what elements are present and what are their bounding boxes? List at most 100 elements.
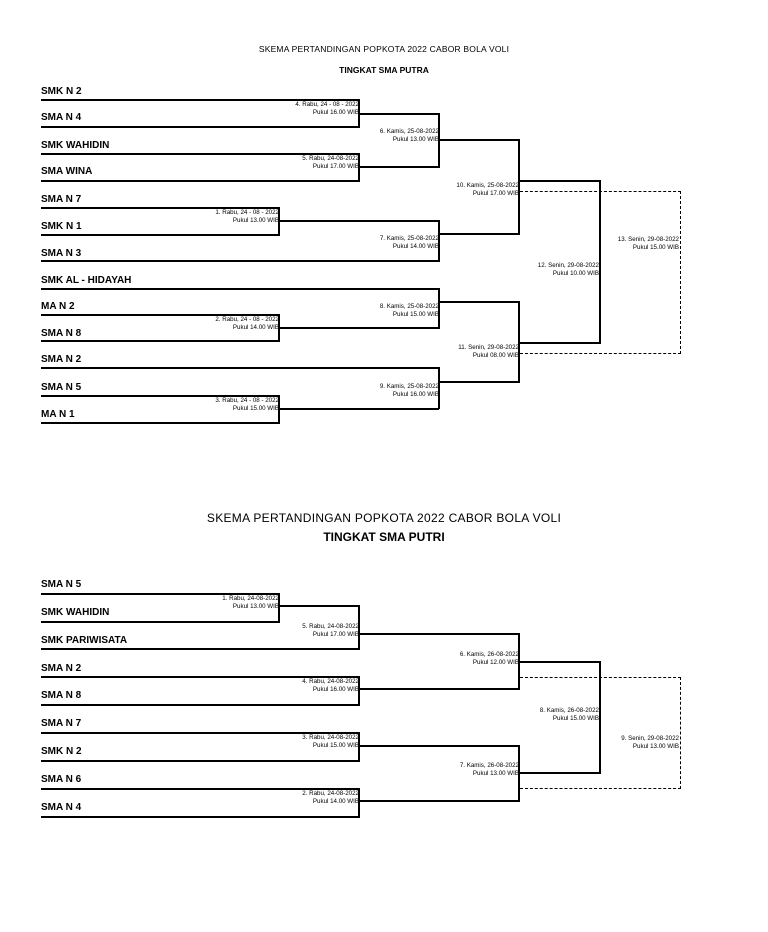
putra-team: SMA N 5 xyxy=(41,382,82,393)
bracket-line xyxy=(41,367,440,369)
putri-team: SMA N 4 xyxy=(41,802,82,813)
bracket-line xyxy=(278,396,280,423)
bracket-line xyxy=(278,408,439,410)
bracket-line xyxy=(41,648,360,650)
putra-team: SMA N 4 xyxy=(41,112,82,123)
bracket-line xyxy=(438,381,520,383)
putri-team: SMA N 5 xyxy=(41,579,82,590)
bracket-line xyxy=(358,677,360,706)
bracket-line xyxy=(41,340,280,342)
bracket-line xyxy=(41,180,360,182)
bracket-line xyxy=(41,395,280,397)
bracket-line xyxy=(358,745,520,747)
putri-title: SKEMA PERTANDINGAN POPKOTA 2022 CABOR BO… xyxy=(206,511,562,525)
bracket-line xyxy=(41,816,360,818)
bracket-line xyxy=(41,99,360,101)
putra-subtitle: TINGKAT SMA PUTRA xyxy=(339,65,429,75)
putra-team: SMK AL - HIDAYAH xyxy=(41,275,132,286)
bracket-dashed-line xyxy=(680,191,681,354)
putri-team: SMA N 8 xyxy=(41,690,82,701)
bracket-dashed-line xyxy=(680,677,681,789)
bracket-line xyxy=(41,207,280,209)
bracket-line xyxy=(41,732,360,734)
bracket-line xyxy=(358,688,520,690)
bracket-line xyxy=(358,789,360,818)
bracket-line xyxy=(41,788,360,790)
putra-team: SMA N 8 xyxy=(41,328,82,339)
bracket-line xyxy=(278,594,280,623)
putri-team: SMK WAHIDIN xyxy=(41,607,110,618)
bracket-line xyxy=(358,800,520,802)
bracket-line xyxy=(278,208,280,235)
putra-team: SMK WAHIDIN xyxy=(41,140,110,151)
bracket-line xyxy=(438,233,520,235)
bracket-line xyxy=(518,180,601,182)
bracket-line xyxy=(599,661,601,774)
bracket-line xyxy=(438,367,440,409)
putri-team: SMA N 2 xyxy=(41,663,82,674)
putra-title: SKEMA PERTANDINGAN POPKOTA 2022 CABOR BO… xyxy=(258,44,510,54)
bracket-line xyxy=(518,139,520,235)
bracket-line xyxy=(438,301,520,303)
bracket-line xyxy=(41,126,360,128)
bracket-line xyxy=(358,605,360,650)
bracket-line xyxy=(41,621,280,623)
bracket-line xyxy=(41,704,360,706)
putra-team: SMA WINA xyxy=(41,166,93,177)
bracket-line xyxy=(358,154,360,181)
putri-team: SMA N 7 xyxy=(41,718,82,729)
bracket-line xyxy=(41,288,440,290)
bracket-line xyxy=(41,234,280,236)
bracket-line xyxy=(41,153,360,155)
putra-team: SMK N 2 xyxy=(41,86,82,97)
putra-team: MA N 2 xyxy=(41,301,75,312)
bracket-line xyxy=(438,139,520,141)
bracket-line xyxy=(41,593,280,595)
bracket-line xyxy=(438,220,440,262)
bracket-line xyxy=(358,633,520,635)
bracket-line xyxy=(518,661,601,663)
bracket-line xyxy=(41,760,360,762)
bracket-line xyxy=(41,314,280,316)
bracket-line xyxy=(358,166,439,168)
putri-team: SMA N 6 xyxy=(41,774,82,785)
putra-team: SMA N 7 xyxy=(41,194,82,205)
putri-team: SMK N 2 xyxy=(41,746,82,757)
putra-team: SMA N 3 xyxy=(41,248,82,259)
bracket-line xyxy=(278,605,360,607)
putra-team: SMA N 2 xyxy=(41,354,82,365)
bracket-dashed-line xyxy=(520,788,681,789)
bracket-line xyxy=(278,220,439,222)
bracket-dashed-line xyxy=(520,677,681,678)
bracket-line xyxy=(278,327,439,329)
bracket-dashed-line xyxy=(520,191,681,192)
bracket-line xyxy=(518,745,520,802)
bracket-line xyxy=(41,676,360,678)
bracket-line xyxy=(358,113,439,115)
bracket-line xyxy=(599,180,601,344)
bracket-line xyxy=(518,772,601,774)
putri-team: SMK PARIWISATA xyxy=(41,635,128,646)
bracket-line xyxy=(278,315,280,342)
putra-team: MA N 1 xyxy=(41,409,75,420)
bracket-line xyxy=(41,260,440,262)
